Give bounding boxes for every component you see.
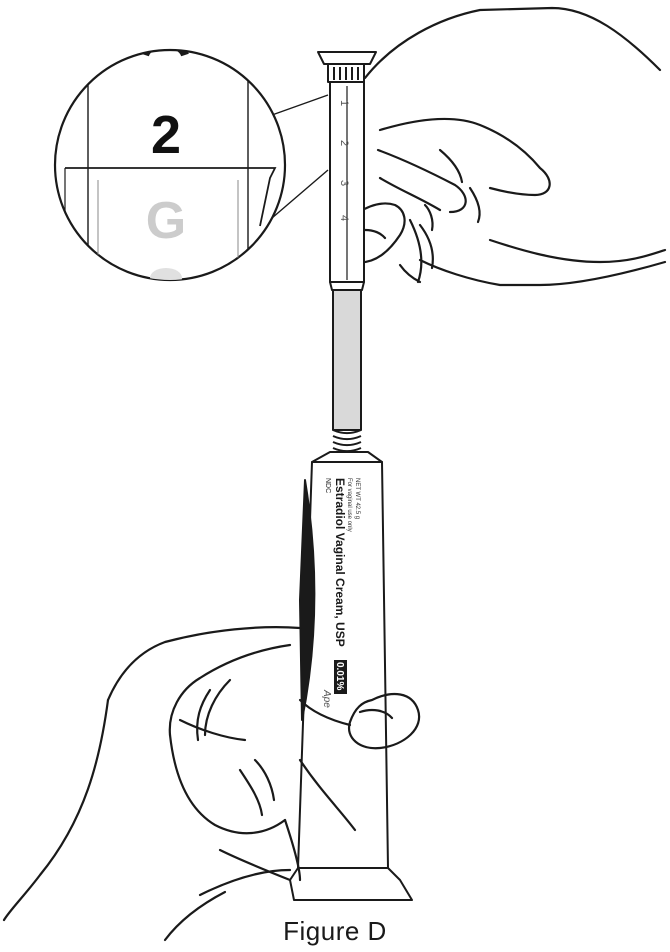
scale-mark-1: 1 — [338, 100, 350, 106]
dose-mark-g: G — [146, 192, 186, 250]
upper-hand — [340, 8, 665, 285]
magnifier: 2 G — [55, 40, 328, 300]
scale-mark-3: 3 — [338, 180, 350, 186]
tube-strength: 0.01% — [334, 662, 345, 690]
scale-mark-2: 2 — [338, 140, 350, 146]
scale-mark-4: 4 — [338, 215, 350, 221]
tube-fine-print-use: For vaginal use only — [346, 478, 352, 532]
applicator — [318, 52, 376, 451]
tube-fine-print-weight: NET WT 42.5 g — [354, 478, 360, 519]
dose-mark-2: 2 — [151, 105, 181, 165]
tube-product-name: Estradiol Vaginal Cream, USP — [333, 478, 347, 647]
tube-brand-mark: Ape — [321, 689, 332, 708]
figure-caption: Figure D — [0, 916, 670, 947]
tube-fine-print-ndc: NDC — [324, 478, 331, 493]
